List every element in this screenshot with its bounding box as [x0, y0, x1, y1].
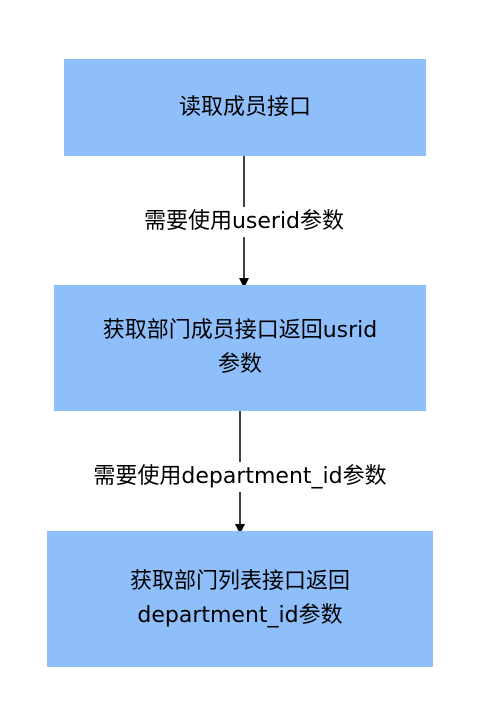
- node-get-department-list-api: 获取部门列表接口返回 department_id参数: [47, 531, 433, 667]
- node-get-department-members-api: 获取部门成员接口返回usrid 参数: [54, 285, 426, 411]
- edge-label-department-id: 需要使用department_id参数: [91, 462, 389, 492]
- node-label: 获取部门列表接口返回 department_id参数: [129, 569, 350, 628]
- node-label: 读取成员接口: [178, 94, 311, 120]
- node-label: 获取部门成员接口返回usrid 参数: [102, 318, 378, 377]
- edge-label-userid: 需要使用userid参数: [141, 207, 347, 237]
- node-read-member-api: 读取成员接口: [64, 59, 426, 156]
